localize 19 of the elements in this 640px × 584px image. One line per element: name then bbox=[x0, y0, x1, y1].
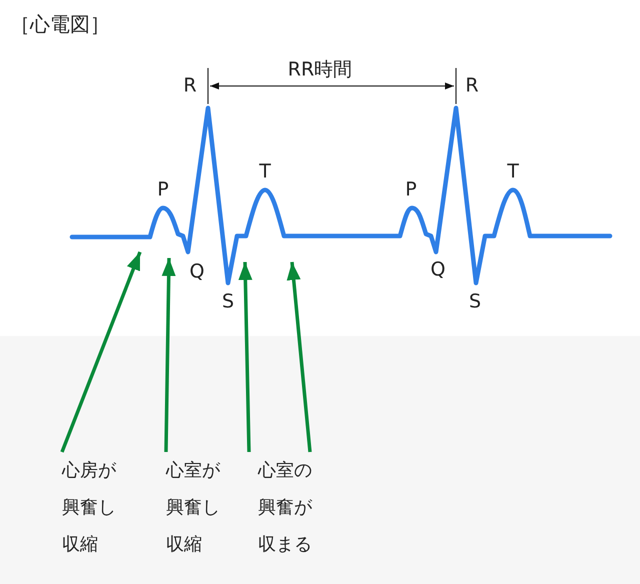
leader-arrow bbox=[162, 258, 176, 452]
title: ［心電図］ bbox=[10, 14, 110, 34]
wave-label: S bbox=[468, 292, 482, 312]
wave-label: P bbox=[157, 180, 169, 200]
interval-label: RR時間 bbox=[288, 60, 352, 80]
wave-label: R bbox=[465, 76, 479, 96]
wave-label: S bbox=[222, 292, 234, 312]
wave-label: P bbox=[405, 180, 417, 200]
leader-arrow bbox=[286, 262, 312, 452]
wave-label: Q bbox=[190, 262, 204, 282]
callout-text: 心室の興奮が収まる bbox=[258, 452, 313, 563]
callout-text: 心室が興奮し収縮 bbox=[166, 452, 251, 563]
wave-label: Q bbox=[430, 260, 446, 280]
leader-arrow bbox=[238, 262, 252, 452]
leader-arrow bbox=[60, 251, 142, 453]
wave-label: T bbox=[507, 162, 519, 182]
wave-label: T bbox=[259, 162, 271, 182]
wave-label: R bbox=[183, 76, 197, 96]
callout-text: 心房が興奮し収縮 bbox=[62, 452, 117, 563]
